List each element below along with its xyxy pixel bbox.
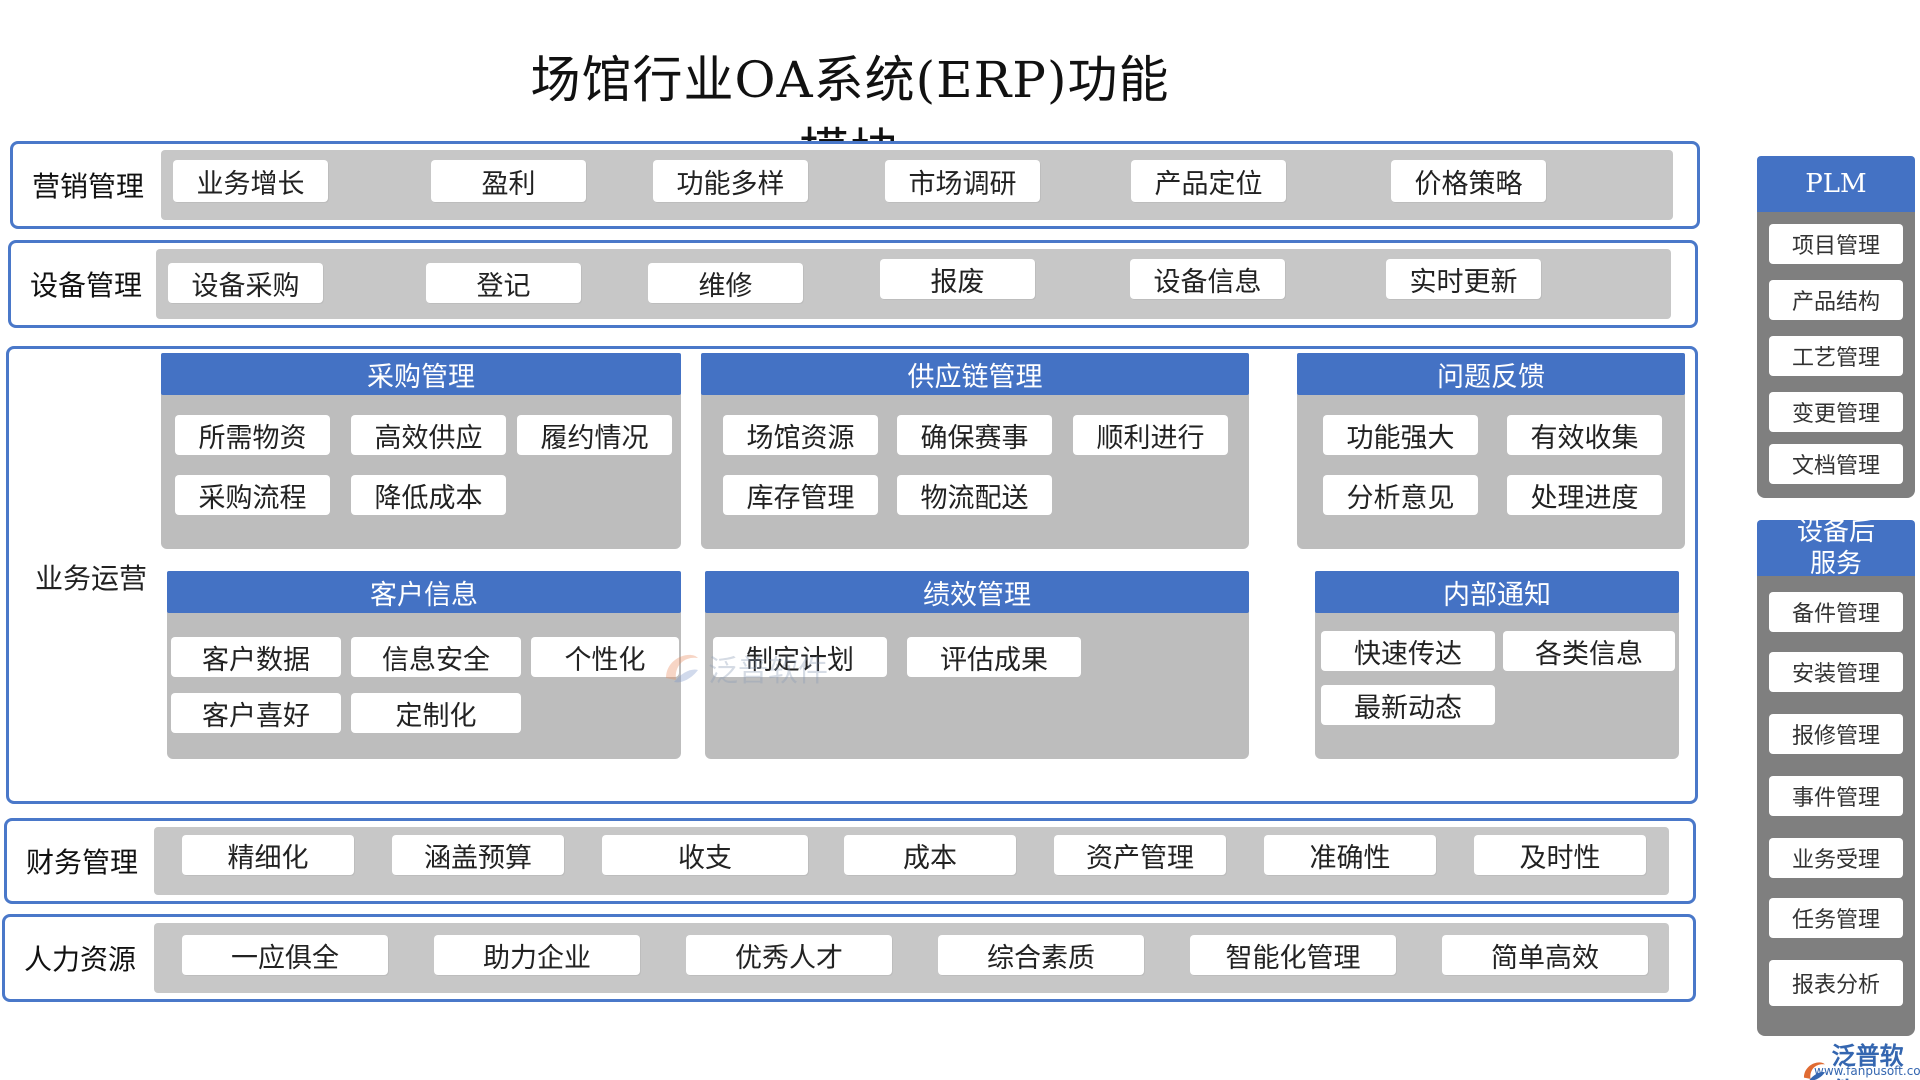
fanpu-logo-icon: [666, 654, 698, 683]
row-label-finance: 财务管理: [25, 846, 138, 879]
module-item[interactable]: 产品定位: [1131, 160, 1286, 202]
brand-name: 泛普软件: [1831, 1042, 1904, 1080]
module-item[interactable]: 制定计划: [713, 637, 887, 677]
row-track-marketing: 业务增长 盈利 功能多样 市场调研 产品定位 价格策略: [161, 150, 1673, 220]
group-customer-info: 客户信息 客户数据 信息安全 个性化 客户喜好 定制化: [167, 571, 681, 759]
side-panel-title: PLM: [1757, 156, 1915, 212]
row-track-finance: 精细化 涵盖预算 收支 成本 资产管理 准确性 及时性: [154, 827, 1669, 895]
module-item[interactable]: 场馆资源: [723, 415, 878, 455]
side-item[interactable]: 变更管理: [1769, 392, 1903, 432]
group-supply-chain: 供应链管理 场馆资源 确保赛事 顺利进行 库存管理 物流配送: [701, 353, 1249, 549]
module-item[interactable]: 功能强大: [1323, 415, 1478, 455]
side-item[interactable]: 产品结构: [1769, 280, 1903, 320]
module-item[interactable]: 个性化: [531, 637, 679, 677]
module-item[interactable]: 设备信息: [1130, 259, 1285, 299]
module-item[interactable]: 评估成果: [907, 637, 1081, 677]
side-item[interactable]: 备件管理: [1769, 592, 1903, 632]
module-item[interactable]: 简单高效: [1442, 935, 1648, 975]
side-item[interactable]: 任务管理: [1769, 898, 1903, 938]
group-title: 内部通知: [1315, 571, 1679, 613]
row-operations: 业务运营 采购管理 所需物资 高效供应 履约情况 采购流程 降低成本 供应链管理…: [6, 346, 1698, 804]
module-item[interactable]: 准确性: [1264, 835, 1436, 875]
module-item[interactable]: 功能多样: [653, 160, 808, 202]
side-item[interactable]: 事件管理: [1769, 776, 1903, 816]
module-item[interactable]: 实时更新: [1386, 259, 1541, 299]
row-label-equipment: 设备管理: [29, 269, 142, 302]
row-equipment: 设备管理 设备采购 登记 维修 报废 设备信息 实时更新: [8, 240, 1698, 328]
module-item[interactable]: 采购流程: [175, 475, 330, 515]
module-item[interactable]: 设备采购: [168, 263, 323, 303]
module-item[interactable]: 处理进度: [1507, 475, 1662, 515]
fanpu-logo-icon: [1803, 1062, 1825, 1080]
module-item[interactable]: 业务增长: [173, 160, 328, 202]
module-item[interactable]: 智能化管理: [1190, 935, 1396, 975]
module-item[interactable]: 高效供应: [351, 415, 506, 455]
module-item[interactable]: 履约情况: [517, 415, 672, 455]
module-item[interactable]: 收支: [602, 835, 808, 875]
group-performance: 绩效管理 制定计划 评估成果: [705, 571, 1249, 759]
side-item[interactable]: 报表分析: [1769, 960, 1903, 1006]
module-item[interactable]: 盈利: [431, 160, 586, 202]
module-item[interactable]: 助力企业: [434, 935, 640, 975]
module-item[interactable]: 登记: [426, 263, 581, 303]
module-item[interactable]: 一应俱全: [182, 935, 388, 975]
row-track-equipment: 设备采购 登记 维修 报废 设备信息 实时更新: [156, 249, 1671, 319]
side-item[interactable]: 文档管理: [1769, 444, 1903, 484]
side-item[interactable]: 项目管理: [1769, 224, 1903, 264]
group-title: 采购管理: [161, 353, 681, 395]
module-item[interactable]: 及时性: [1474, 835, 1646, 875]
watermark: 泛普软件: [660, 646, 828, 690]
module-item[interactable]: 信息安全: [351, 637, 521, 677]
side-panel-plm: PLM 项目管理 产品结构 工艺管理 变更管理 文档管理: [1757, 156, 1915, 498]
module-item[interactable]: 涵盖预算: [392, 835, 564, 875]
module-item[interactable]: 各类信息: [1503, 631, 1675, 671]
module-item[interactable]: 快速传达: [1321, 631, 1495, 671]
module-item[interactable]: 确保赛事: [897, 415, 1052, 455]
row-label-marketing: 营销管理: [31, 170, 144, 203]
side-item[interactable]: 安装管理: [1769, 652, 1903, 692]
side-panel-title: 设备后服务: [1757, 517, 1915, 579]
row-label-operations: 业务运营: [34, 562, 147, 595]
row-marketing: 营销管理 业务增长 盈利 功能多样 市场调研 产品定位 价格策略: [10, 141, 1700, 229]
module-item[interactable]: 客户喜好: [171, 693, 341, 733]
module-item[interactable]: 客户数据: [171, 637, 341, 677]
module-item[interactable]: 库存管理: [723, 475, 878, 515]
group-title: 客户信息: [167, 571, 681, 613]
module-item[interactable]: 分析意见: [1323, 475, 1478, 515]
module-item[interactable]: 报废: [880, 259, 1035, 299]
brand-logo: 泛普软件: [1800, 1036, 1920, 1080]
side-item[interactable]: 业务受理: [1769, 838, 1903, 878]
module-item[interactable]: 所需物资: [175, 415, 330, 455]
side-panel-after-service: 设备后服务 备件管理 安装管理 报修管理 事件管理 业务受理 任务管理 报表分析: [1757, 517, 1915, 1036]
module-item[interactable]: 价格策略: [1391, 160, 1546, 202]
module-item[interactable]: 维修: [648, 263, 803, 303]
watermark-text: 泛普软件: [708, 654, 828, 689]
module-item[interactable]: 定制化: [351, 693, 521, 733]
module-item[interactable]: 最新动态: [1321, 685, 1495, 725]
row-track-hr: 一应俱全 助力企业 优秀人才 综合素质 智能化管理 简单高效: [154, 923, 1669, 993]
group-title: 问题反馈: [1297, 353, 1685, 395]
module-item[interactable]: 降低成本: [351, 475, 506, 515]
group-title: 供应链管理: [701, 353, 1249, 395]
module-item[interactable]: 综合素质: [938, 935, 1144, 975]
module-item[interactable]: 成本: [844, 835, 1016, 875]
module-item[interactable]: 市场调研: [885, 160, 1040, 202]
group-procurement: 采购管理 所需物资 高效供应 履约情况 采购流程 降低成本: [161, 353, 681, 549]
module-item[interactable]: 有效收集: [1507, 415, 1662, 455]
module-item[interactable]: 资产管理: [1054, 835, 1226, 875]
row-finance: 财务管理 精细化 涵盖预算 收支 成本 资产管理 准确性 及时性: [4, 818, 1696, 904]
brand-url: www.fanpusoft.com: [1814, 1064, 1920, 1078]
module-item[interactable]: 精细化: [182, 835, 354, 875]
module-item[interactable]: 优秀人才: [686, 935, 892, 975]
module-item[interactable]: 顺利进行: [1073, 415, 1228, 455]
group-title: 绩效管理: [705, 571, 1249, 613]
side-item[interactable]: 工艺管理: [1769, 336, 1903, 376]
group-feedback: 问题反馈 功能强大 有效收集 分析意见 处理进度: [1297, 353, 1685, 549]
row-hr: 人力资源 一应俱全 助力企业 优秀人才 综合素质 智能化管理 简单高效: [2, 914, 1696, 1002]
module-item[interactable]: 物流配送: [897, 475, 1052, 515]
group-internal-notice: 内部通知 快速传达 各类信息 最新动态: [1315, 571, 1679, 759]
row-label-hr: 人力资源: [23, 943, 136, 976]
side-item[interactable]: 报修管理: [1769, 714, 1903, 754]
